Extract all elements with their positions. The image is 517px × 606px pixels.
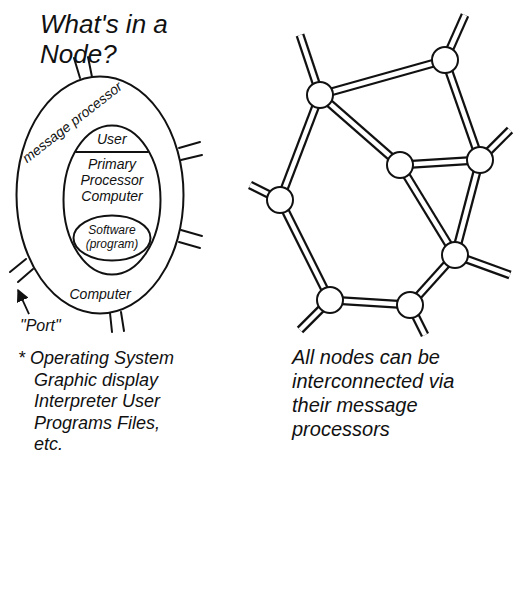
network-caption: All nodes can be interconnected via thei… <box>292 345 457 441</box>
node-text: User <box>97 131 127 147</box>
outer-node-oval: message processorComputerUserPrimary Pro… <box>15 75 185 315</box>
software-oval: Software (program) <box>72 214 152 262</box>
footnote: * Operating System Graphic display Inter… <box>18 348 193 456</box>
port-label: "Port" <box>20 316 80 335</box>
oval-outline-shape <box>74 216 151 261</box>
node-text: Primary Processor Computer <box>72 156 152 204</box>
oval-outline-shape <box>64 126 161 275</box>
network-links-outer <box>250 15 510 335</box>
diagram-title: What's in a Node? <box>40 10 180 70</box>
band-divider <box>75 151 149 153</box>
port-pointer <box>18 290 29 314</box>
port-stubs <box>10 57 202 332</box>
processor-oval: UserPrimary Processor ComputerSoftware (… <box>62 124 162 276</box>
node-text: Software (program) <box>79 224 145 252</box>
node-text: Computer <box>70 286 131 302</box>
oval-outline-shape <box>17 77 184 314</box>
network-nodes <box>267 47 493 318</box>
network-links-inner <box>250 15 510 335</box>
